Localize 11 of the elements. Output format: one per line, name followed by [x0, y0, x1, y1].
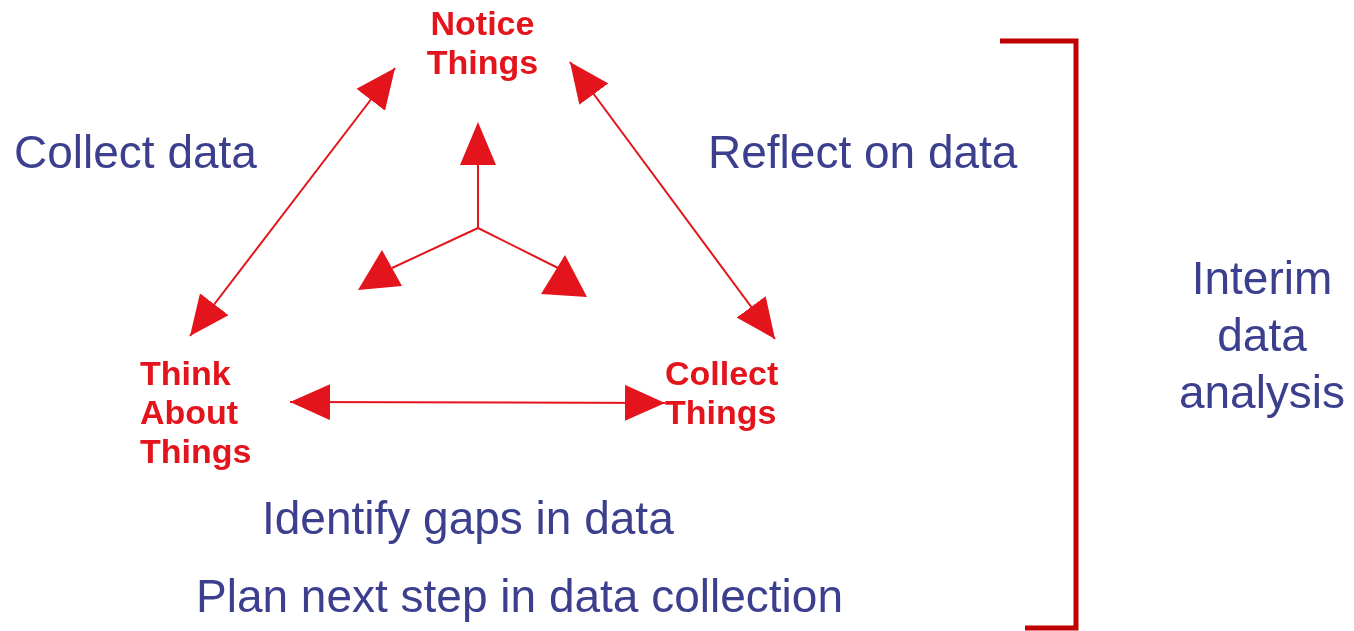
double-arrow — [569, 61, 776, 340]
caption-text: Collect data — [14, 126, 257, 178]
caption-text: Identify gaps in data — [262, 492, 674, 544]
double-arrow — [289, 384, 666, 421]
node-label: Think About Things — [140, 354, 253, 471]
node-label: Notice Things — [425, 4, 540, 82]
caption-text: Interim data analysis — [1177, 251, 1347, 420]
caption-text: Reflect on data — [708, 126, 1018, 178]
node-label: Collect Things — [665, 354, 780, 432]
double-arrow — [189, 67, 396, 337]
caption-text: Plan next step in data collection — [196, 570, 843, 622]
